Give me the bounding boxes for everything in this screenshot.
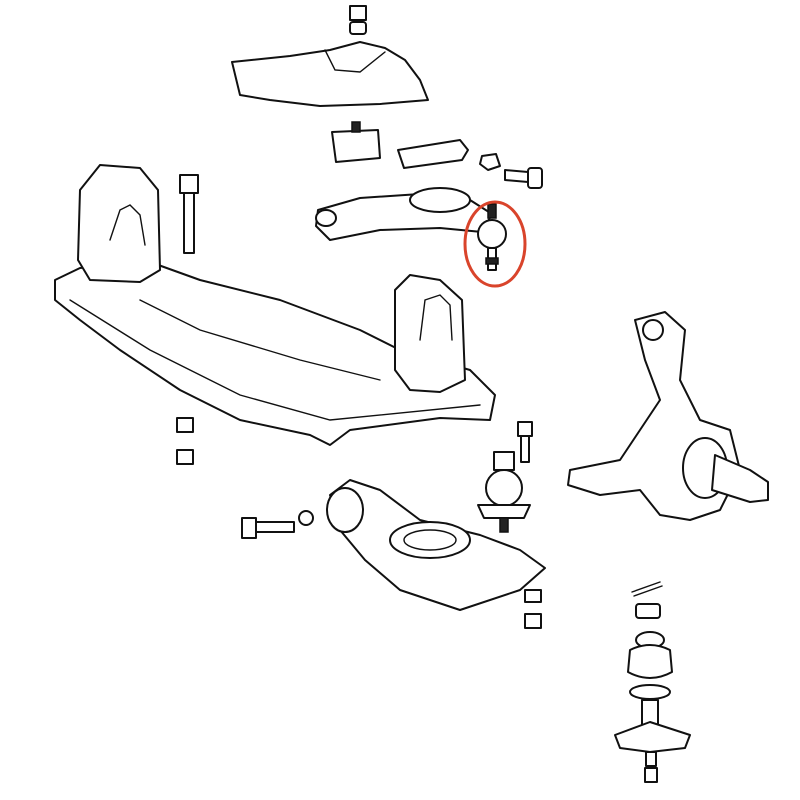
nut: [176, 417, 194, 465]
lower-arm-bolt: [241, 510, 314, 539]
dust-boot: [627, 631, 673, 700]
bolt: [479, 153, 543, 189]
cotter-pin: [631, 581, 663, 597]
lower-ball-joint: [477, 451, 531, 533]
fender-apron: [231, 41, 429, 107]
castle-nut: [635, 603, 661, 619]
lower-control-arm: [326, 479, 546, 611]
shim-bracket: [397, 139, 469, 169]
top-nut: [349, 5, 367, 35]
frame-crossmember: [54, 164, 496, 446]
long-bolt: [179, 174, 199, 254]
upper-ball-joint: [477, 203, 507, 271]
steering-knuckle: [567, 311, 769, 521]
bump-stopper: [331, 121, 381, 163]
highlight-circle: [463, 200, 527, 288]
nut: [524, 589, 542, 629]
bolt: [517, 421, 533, 463]
ball-joint-stud: [614, 699, 691, 783]
